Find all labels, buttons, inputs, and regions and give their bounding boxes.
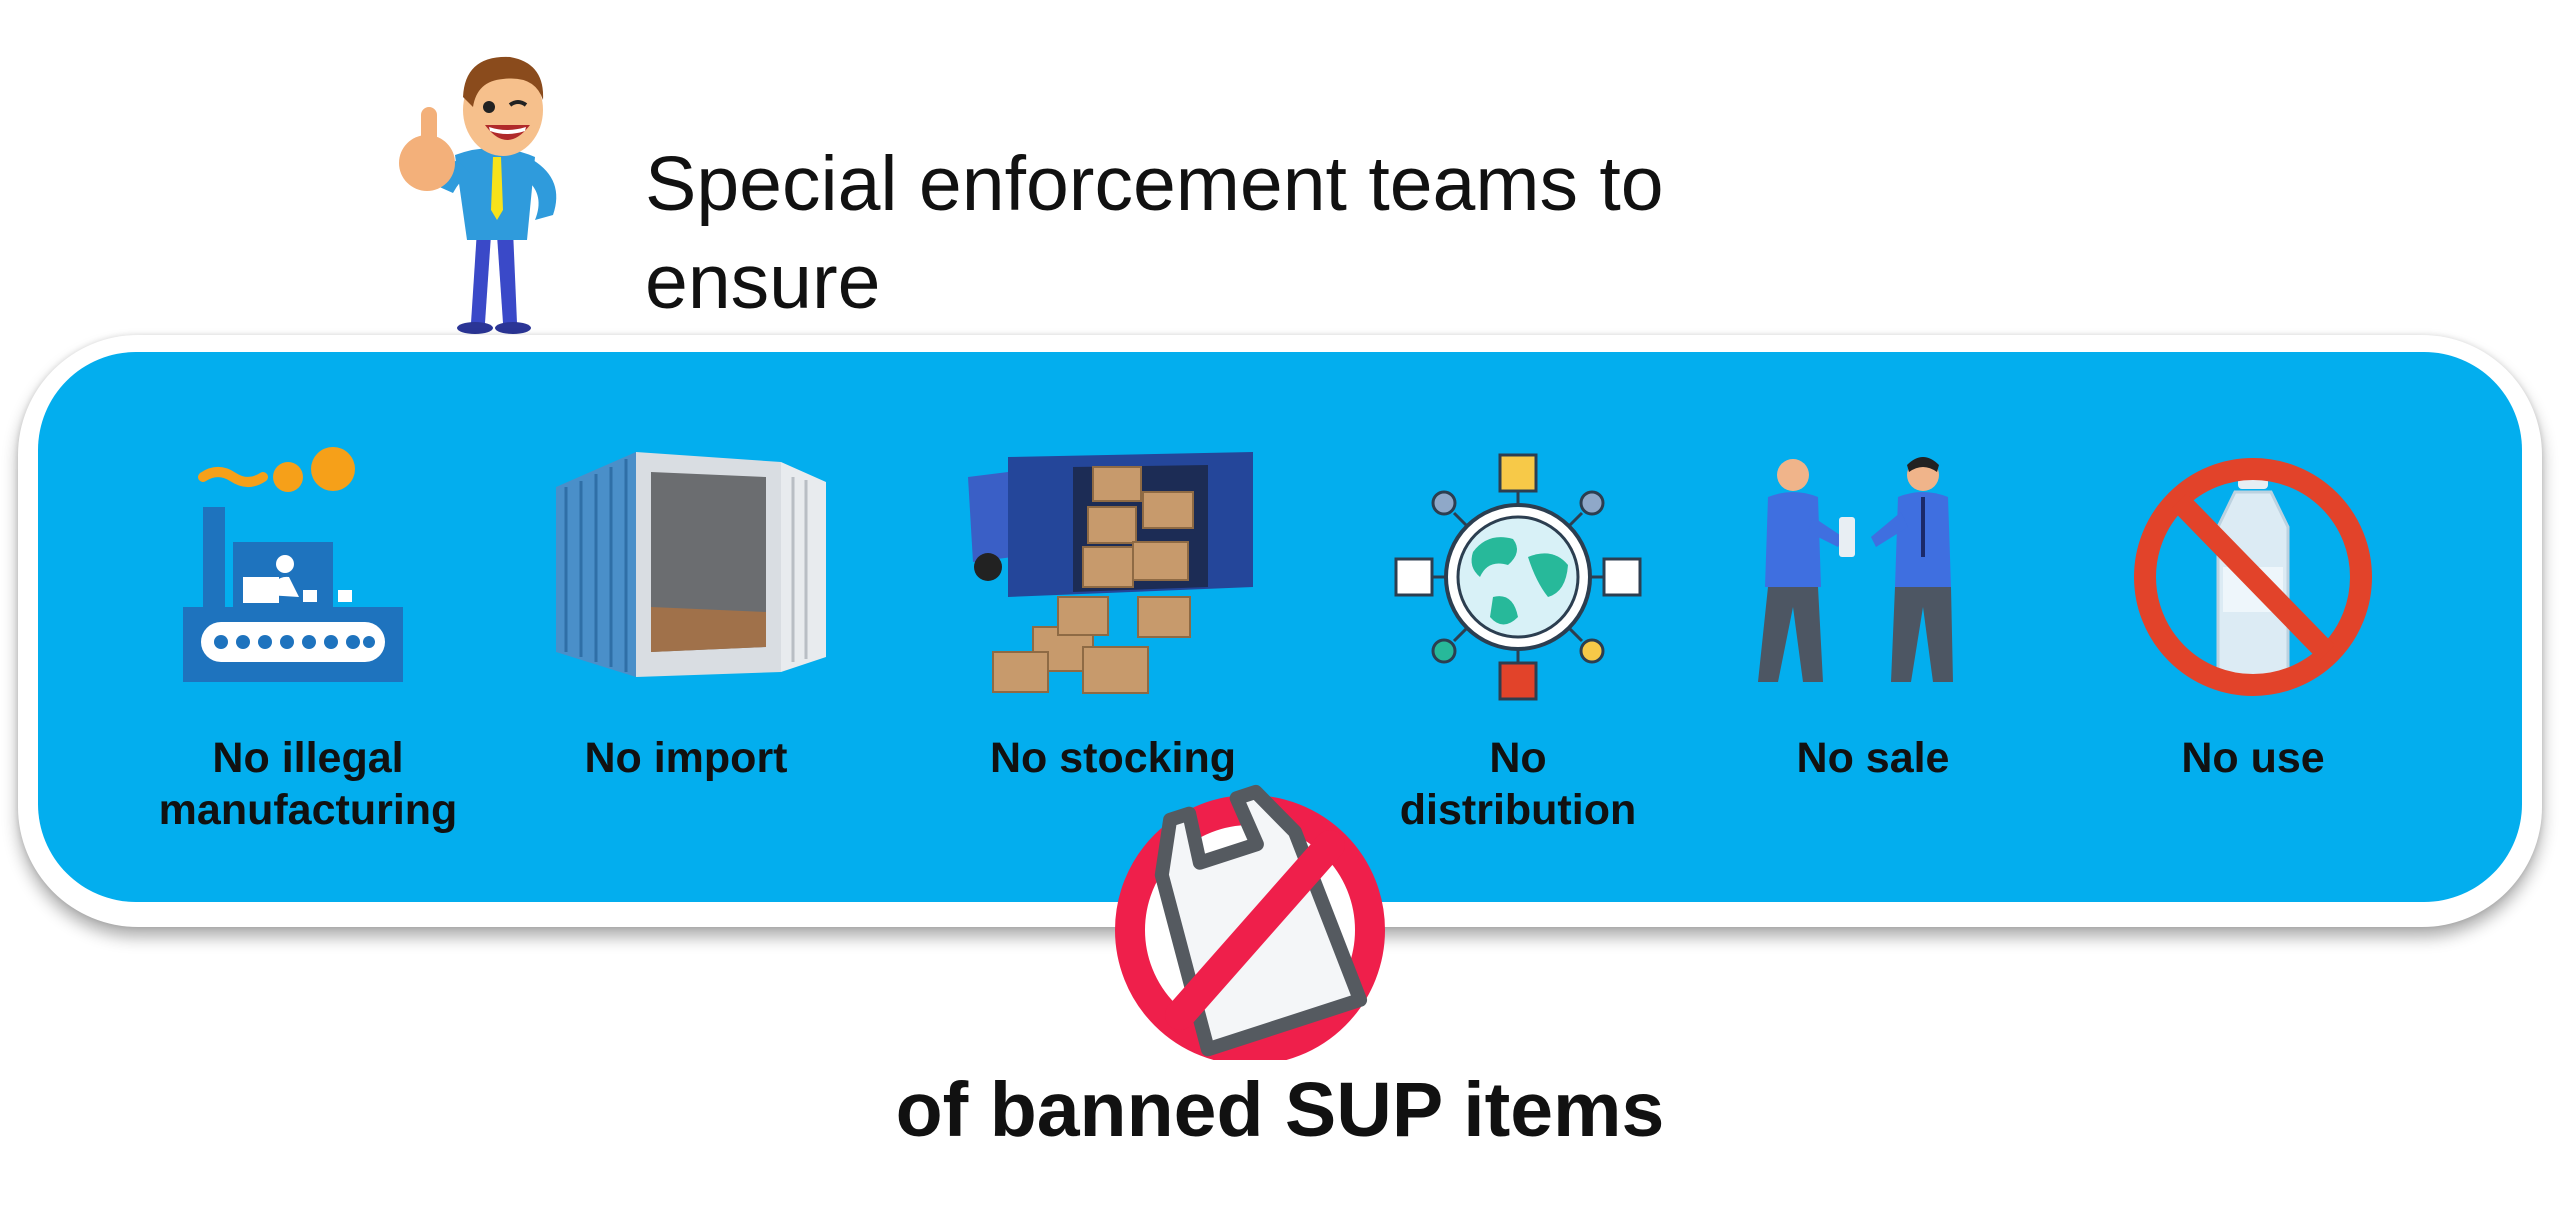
label-manufacturing: No illegal manufacturing: [158, 734, 458, 834]
heading: Special enforcement teams to ensure: [645, 141, 1664, 325]
item-manufacturing: No illegal manufacturing: [108, 352, 508, 902]
no-plastic-bottle-icon: [2134, 458, 2372, 696]
item-distribution: No distribution: [1318, 352, 1718, 902]
thumbs-up-mascot-icon: [399, 56, 557, 334]
label-import: No import: [584, 734, 788, 782]
delivery-truck-icon: [968, 452, 1253, 694]
factory-icon: [183, 447, 403, 682]
item-use: No use: [2053, 352, 2453, 902]
sale-transaction-icon: [1758, 457, 1953, 682]
global-distribution-icon: [1394, 453, 1642, 701]
enforcement-panel: No illegal manufacturing No import: [38, 352, 2522, 902]
no-plastic-bag-icon: [1115, 784, 1385, 1060]
label-stocking: No stocking: [989, 734, 1237, 782]
label-sale: No sale: [1796, 734, 1950, 782]
shipping-container-icon: [556, 452, 826, 677]
footer-text: of banned SUP items: [895, 1067, 1665, 1153]
label-distribution: No distribution: [1399, 734, 1637, 834]
label-use: No use: [2181, 734, 2325, 782]
item-stocking: No stocking: [913, 352, 1313, 902]
item-sale: No sale: [1673, 352, 2073, 902]
item-import: No import: [486, 352, 886, 902]
